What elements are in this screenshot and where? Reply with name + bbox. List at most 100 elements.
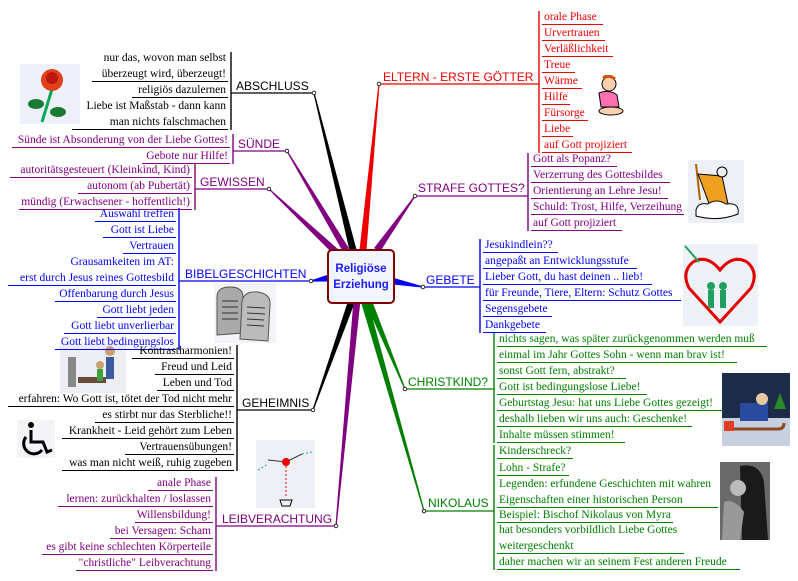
branch-item[interactable]: Kontrastharmonien! bbox=[132, 343, 234, 359]
branch-item[interactable]: Geburtstag Jesu: hat uns Liebe Gottes ge… bbox=[497, 395, 724, 411]
branch-item[interactable]: bei Versagen: Scham bbox=[110, 523, 213, 539]
branch-node-dot bbox=[421, 508, 427, 514]
branch-node-dot bbox=[376, 81, 382, 87]
branch-item[interactable]: deshalb lieben wir uns auch: Geschenke! bbox=[497, 411, 692, 427]
branch-item[interactable]: Schuld: Trost, Hilfe, Verzeihung bbox=[531, 199, 684, 215]
branch-label-bibel[interactable]: BIBELGESCHICHTEN bbox=[185, 267, 307, 281]
branch-item[interactable]: daher machen wir an seinem Fest anderen … bbox=[497, 554, 740, 570]
branch-label-abschluss[interactable]: ABSCHLUSS bbox=[236, 79, 309, 93]
branch-item[interactable]: religiös dazulernen bbox=[132, 82, 228, 98]
branch-item[interactable]: Jesukindlein?? bbox=[483, 237, 558, 253]
branch-label-gebete[interactable]: GEBETE bbox=[426, 273, 475, 287]
branch-item[interactable]: Sünde ist Absonderung von der Liebe Gott… bbox=[12, 132, 230, 148]
branch-node-dot bbox=[311, 90, 317, 96]
branch-item[interactable]: Orientierung an Lehre Jesu! bbox=[531, 183, 668, 199]
branch-item[interactable]: für Freunde, Tiere, Eltern: Schutz Gotte… bbox=[483, 285, 681, 301]
branch-item[interactable]: Gott liebt unverlierbar bbox=[64, 318, 176, 334]
branch-item[interactable]: orale Phase bbox=[542, 9, 603, 25]
branch-item[interactable]: es stirbt nur das Sterbliche!! bbox=[95, 407, 234, 423]
branch-label-leib[interactable]: LEIBVERACHTUNG bbox=[222, 512, 333, 526]
branch-item[interactable]: Inhalte müssen stimmen! bbox=[497, 427, 625, 443]
stick-figure-icon bbox=[256, 440, 315, 508]
branch-label-gewissen[interactable]: GEWISSEN bbox=[200, 175, 265, 189]
branch-item[interactable]: angepaßt an Entwicklungsstufe bbox=[483, 253, 637, 269]
branch-item[interactable]: Gebote nur Hilfe! bbox=[142, 148, 230, 164]
branch-label-eltern[interactable]: ELTERN - ERSTE GÖTTER bbox=[383, 70, 534, 84]
branch-item[interactable]: es gibt keine schlechten Körperteile bbox=[42, 539, 213, 555]
branch-node-dot bbox=[266, 186, 272, 192]
branch-line-abschluss bbox=[313, 92, 357, 251]
branch-item[interactable]: lernen: zurückhalten / loslassen bbox=[58, 491, 213, 507]
branch-label-christkind[interactable]: CHRISTKIND? bbox=[408, 375, 489, 389]
branch-line-bibel bbox=[310, 274, 330, 282]
central-topic[interactable]: Religiöse Erziehung bbox=[327, 249, 395, 304]
branch-item[interactable]: auf Gott projiziert bbox=[542, 137, 632, 153]
branch-node-dot bbox=[308, 278, 314, 284]
branch-item[interactable]: mündig (Erwachsener - hoffentlich!) bbox=[19, 196, 192, 210]
branch-label-suende[interactable]: SÜNDE bbox=[238, 137, 281, 151]
branch-line-gewissen bbox=[268, 188, 339, 255]
branch-item[interactable]: was man nicht weiß, ruhig zugeben bbox=[62, 455, 234, 471]
branch-item[interactable]: Krankheit - Leid gehört zum Leben bbox=[62, 423, 234, 439]
branch-item[interactable]: Gott liebt jeden bbox=[97, 302, 176, 318]
branch-node-dot bbox=[284, 148, 290, 154]
branch-label-nikolaus[interactable]: NIKOLAUS bbox=[428, 496, 489, 510]
branch-item[interactable]: Verläßlichkeit bbox=[542, 41, 613, 57]
baby-icon bbox=[595, 74, 627, 117]
branch-item[interactable]: Liebe ist Maßstab - dann kann man nichts… bbox=[72, 98, 228, 130]
rose-icon bbox=[20, 64, 80, 124]
branch-item[interactable]: Treue bbox=[542, 57, 575, 73]
branch-line-eltern bbox=[359, 83, 380, 251]
branch-label-geheimnis[interactable]: GEHEIMNIS bbox=[242, 396, 310, 410]
nikolaus-icon bbox=[720, 462, 770, 540]
branch-item[interactable]: Vertrauen bbox=[123, 238, 176, 254]
wheelchair-icon bbox=[17, 420, 55, 458]
heart-icon bbox=[683, 244, 758, 326]
branch-item[interactable]: autonom (ab Pubertät) bbox=[78, 178, 192, 194]
branch-item[interactable]: Wärme bbox=[542, 73, 582, 89]
stone-tablets-icon bbox=[214, 283, 276, 343]
branch-item[interactable]: Segensgebete bbox=[483, 301, 552, 317]
branch-item[interactable]: nur das, wovon man selbst überzeugt wird… bbox=[92, 50, 228, 82]
branch-node-dot bbox=[412, 193, 418, 199]
branch-item[interactable]: Offenbarung durch Jesus bbox=[55, 286, 176, 302]
branch-node-dot bbox=[420, 284, 426, 290]
branch-item[interactable]: Willensbildung! bbox=[134, 509, 213, 523]
branch-item[interactable]: Beispiel: Bischof Nikolaus von Myra bbox=[497, 509, 673, 523]
branch-item[interactable]: Lohn - Strafe? bbox=[497, 460, 569, 476]
branch-item[interactable]: hat besonders vorbildlich Liebe Gottes w… bbox=[497, 522, 684, 554]
branch-item[interactable]: "christliche" Leibverachtung bbox=[76, 555, 213, 571]
branch-item[interactable]: einmal im Jahr Gottes Sohn - wenn man br… bbox=[497, 347, 737, 363]
branch-item[interactable]: Fürsorge bbox=[542, 105, 588, 121]
branch-item[interactable]: Hilfe bbox=[542, 89, 570, 105]
branch-item[interactable]: Vertrauensübungen! bbox=[125, 439, 234, 455]
branch-item[interactable]: Gott liebt bedingungslos bbox=[55, 334, 176, 350]
branch-item[interactable]: Dankgebete bbox=[483, 317, 546, 333]
branch-item[interactable]: sonst Gott fern, abstrakt? bbox=[497, 363, 626, 379]
branch-item[interactable]: Lieber Gott, du hast deinen .. lieb! bbox=[483, 269, 652, 285]
branch-item[interactable]: Gott ist bedingungslose Liebe! bbox=[497, 379, 647, 395]
branch-item[interactable]: Grausamkeiten im AT: erst durch Jesus re… bbox=[8, 254, 176, 286]
branch-label-strafe[interactable]: STRAFE GOTTES? bbox=[418, 181, 525, 195]
branch-line-christkind bbox=[364, 298, 406, 390]
branch-line-geheimnis bbox=[312, 298, 356, 411]
branch-item[interactable]: Auswahl treffen bbox=[95, 206, 176, 222]
branch-node-dot bbox=[333, 523, 339, 529]
branch-node-dot bbox=[402, 386, 408, 392]
branch-item[interactable]: anale Phase bbox=[148, 475, 213, 491]
branch-item[interactable]: auf Gott projiziert bbox=[531, 215, 622, 231]
branch-item[interactable]: nichts sagen, was später zurückgenommen … bbox=[497, 331, 767, 347]
branch-item[interactable]: Legenden: erfundene Geschichten mit wahr… bbox=[497, 476, 718, 508]
branch-item[interactable]: Urvertrauen bbox=[542, 25, 605, 41]
branch-item[interactable]: autoritätsgesteuert (Kleinkind, Kind) bbox=[10, 162, 192, 178]
branch-item[interactable]: erfahren: Wo Gott ist, tötet der Tod nic… bbox=[8, 391, 234, 407]
branch-item[interactable]: Verzerrung des Gottesbildes bbox=[531, 167, 670, 183]
sled-icon bbox=[722, 373, 790, 446]
branch-item[interactable]: Freud und Leid bbox=[155, 359, 234, 375]
branch-item[interactable]: Gott ist Liebe bbox=[103, 222, 176, 238]
branch-item[interactable]: Kinderschreck? bbox=[497, 445, 574, 459]
branch-item[interactable]: Liebe bbox=[542, 121, 573, 137]
branch-item[interactable]: Gott als Popanz? bbox=[531, 151, 617, 167]
branch-item[interactable]: Leben und Tod bbox=[157, 375, 234, 391]
